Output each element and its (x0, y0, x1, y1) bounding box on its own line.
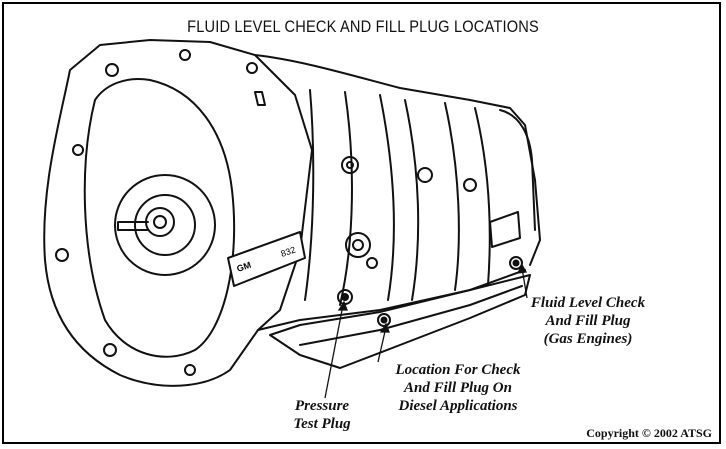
label-pressure-test: Pressure Test Plug (293, 398, 351, 432)
copyright: Copyright © 2002 ATSG (586, 426, 712, 440)
tag-brand: GM (235, 260, 252, 274)
torque-converter (114, 174, 216, 276)
label-fluid-check: Fluid Level Check And Fill Plug (Gas Eng… (530, 295, 646, 347)
transmission-case (254, 54, 541, 266)
label-diesel-location: Location For Check And Fill Plug On Dies… (395, 362, 521, 414)
gas-fluid-check-plug (509, 256, 523, 270)
leader-pressure (324, 304, 344, 399)
leader-diesel (377, 326, 387, 363)
oil-pan (269, 274, 531, 369)
id-tag (227, 231, 306, 287)
diagram-title: FLUID LEVEL CHECK AND FILL PLUG LOCATION… (187, 17, 539, 36)
tag-number: 832 (279, 245, 296, 259)
